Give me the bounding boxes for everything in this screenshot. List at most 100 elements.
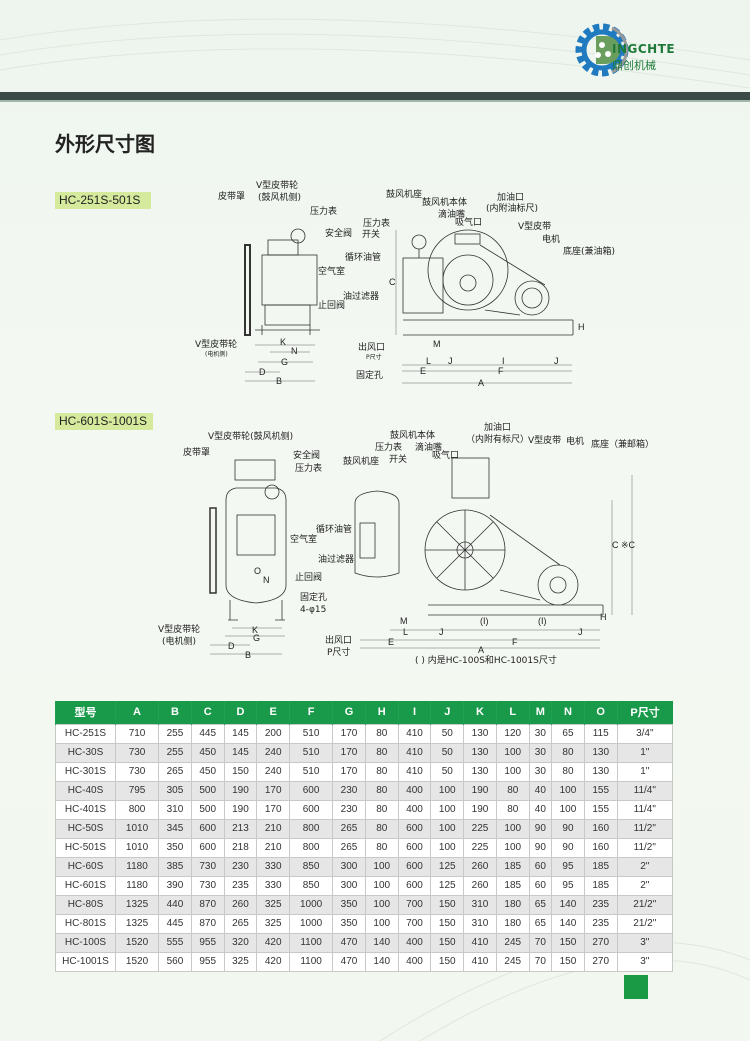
label-belt-cover: 皮带罩 — [183, 448, 211, 458]
label-gauge: 压力表 — [310, 207, 338, 217]
value-cell: 150 — [551, 932, 585, 953]
value-cell: 870 — [190, 894, 225, 915]
label-fix-hole-spec: 4-φ15 — [300, 605, 327, 615]
dim-B: B — [276, 376, 283, 386]
value-cell: 30 — [528, 761, 553, 782]
value-cell: 130 — [463, 742, 497, 763]
value-cell: 80 — [364, 799, 399, 820]
label-outlet: 出风口 — [325, 636, 353, 646]
dim-F: F — [512, 637, 518, 647]
column-header: N — [551, 701, 585, 724]
header-bar — [0, 92, 750, 100]
value-cell: 310 — [158, 799, 192, 820]
value-cell: 730 — [114, 761, 160, 782]
value-cell: 1520 — [114, 951, 160, 972]
label-pulley-blower-side: (鼓风机侧) — [258, 193, 302, 203]
diagram2-front-view — [354, 457, 604, 616]
value-cell: 400 — [397, 932, 432, 953]
dim-D: D — [259, 367, 266, 377]
value-cell: 213 — [223, 818, 258, 839]
diagram2-side-view — [209, 459, 287, 621]
value-cell: 700 — [397, 913, 432, 934]
value-cell: 100 — [495, 742, 530, 763]
label-blower-body: 鼓风机本体 — [422, 198, 468, 208]
dim-A: A — [478, 645, 485, 655]
value-cell: 1100 — [289, 932, 334, 953]
value-cell: 235 — [583, 913, 618, 934]
dim-N: N — [263, 575, 270, 585]
value-cell: 600 — [397, 875, 432, 896]
value-cell: 50 — [430, 723, 465, 744]
value-cell: 50 — [430, 761, 465, 782]
value-cell: 150 — [430, 913, 465, 934]
dim-N: N — [291, 346, 298, 356]
value-cell: 130 — [463, 723, 497, 744]
value-cell: 3/4" — [616, 723, 674, 744]
value-cell: 140 — [364, 951, 399, 972]
value-cell: 120 — [495, 723, 530, 744]
label-suction: 吸气口 — [455, 218, 483, 228]
value-cell: 11/4" — [616, 799, 674, 820]
value-cell: 130 — [463, 761, 497, 782]
label-suction: 吸气口 — [432, 451, 460, 461]
diagram1-side-view — [244, 228, 320, 336]
value-cell: 30 — [528, 742, 553, 763]
value-cell: 145 — [223, 723, 258, 744]
value-cell: 70 — [528, 932, 553, 953]
value-cell: 265 — [332, 818, 366, 839]
value-cell: 350 — [332, 913, 366, 934]
value-cell: 330 — [256, 875, 291, 896]
dim-J1: J — [448, 356, 453, 366]
value-cell: 600 — [190, 837, 225, 858]
value-cell: 150 — [430, 894, 465, 915]
label-base: 底座(兼油箱) — [563, 247, 616, 257]
value-cell: 50 — [430, 742, 465, 763]
value-cell: 1325 — [114, 913, 160, 934]
value-cell: 410 — [463, 951, 497, 972]
dim-E: E — [388, 637, 395, 647]
dim-K: K — [252, 625, 259, 635]
value-cell: 40 — [528, 780, 553, 801]
dim-D: D — [228, 641, 235, 651]
value-cell: 100 — [551, 799, 585, 820]
value-cell: 150 — [551, 951, 585, 972]
value-cell: 100 — [364, 875, 399, 896]
value-cell: 145 — [223, 742, 258, 763]
value-cell: 345 — [158, 818, 192, 839]
value-cell: 185 — [495, 875, 530, 896]
dim-J2: J — [554, 356, 559, 366]
value-cell: 3" — [616, 932, 674, 953]
value-cell: 850 — [289, 875, 334, 896]
value-cell: 600 — [397, 818, 432, 839]
value-cell: 180 — [495, 913, 530, 934]
label-p-size: P尺寸 — [366, 354, 382, 361]
value-cell: 240 — [256, 761, 291, 782]
value-cell: 65 — [528, 913, 553, 934]
value-cell: 600 — [190, 818, 225, 839]
value-cell: 230 — [223, 856, 258, 877]
value-cell: 955 — [190, 932, 225, 953]
column-header: D — [223, 701, 257, 724]
label-vbelt: V型皮带 — [528, 436, 562, 446]
value-cell: 2" — [616, 875, 674, 896]
label-oil-pipe: 循环油管 — [316, 525, 353, 535]
value-cell: 150 — [430, 951, 465, 972]
value-cell: 1325 — [114, 894, 160, 915]
value-cell: 21/2" — [616, 913, 674, 934]
label-drip: 滴油嘴 — [415, 443, 443, 453]
value-cell: 60 — [528, 856, 553, 877]
value-cell: 155 — [583, 780, 618, 801]
value-cell: 190 — [463, 780, 497, 801]
value-cell: 470 — [332, 932, 366, 953]
value-cell: 1000 — [289, 894, 334, 915]
value-cell: 350 — [332, 894, 366, 915]
value-cell: 160 — [583, 837, 618, 858]
label-motor: 电机 — [566, 437, 585, 447]
value-cell: 510 — [289, 742, 334, 763]
value-cell: 730 — [190, 856, 225, 877]
